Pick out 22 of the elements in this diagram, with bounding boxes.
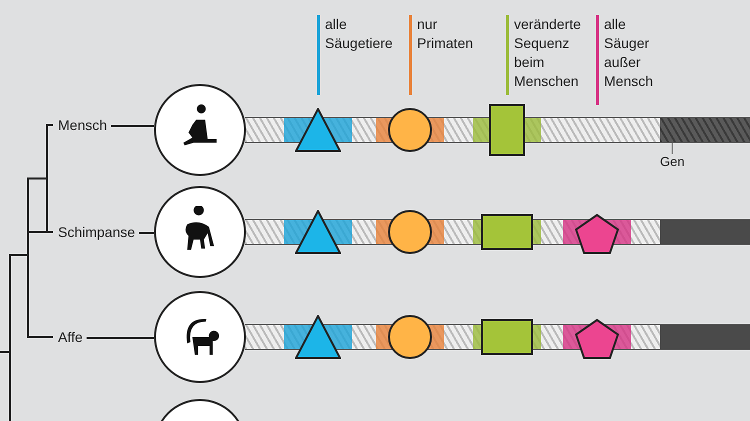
triangle-marker bbox=[295, 108, 341, 152]
rectangle-marker bbox=[481, 214, 533, 250]
legend-text: alle Säuger außer Mensch bbox=[604, 15, 654, 91]
rectangle-marker bbox=[489, 104, 525, 156]
species-label: Schimpanse bbox=[58, 224, 136, 240]
leader-line bbox=[672, 142, 673, 154]
rectangle-marker bbox=[481, 319, 533, 355]
connector-line bbox=[139, 232, 154, 234]
circle-marker bbox=[387, 210, 433, 254]
gene-label: Gen bbox=[660, 154, 685, 170]
circle-marker bbox=[387, 315, 433, 359]
species-label: Mensch bbox=[58, 117, 108, 133]
legend-text: nur Primaten bbox=[417, 15, 474, 53]
gene-segment bbox=[660, 118, 750, 142]
legend-text: veränderte Sequenz beim Menschen bbox=[514, 15, 582, 91]
triangle-marker bbox=[295, 315, 341, 359]
connector-line bbox=[86, 337, 154, 339]
triangle-marker bbox=[295, 210, 341, 254]
species-label: Affe bbox=[58, 329, 83, 345]
legend-text: alle Säugetiere bbox=[325, 15, 394, 53]
connector-line bbox=[111, 125, 154, 127]
circle-marker bbox=[387, 108, 433, 152]
